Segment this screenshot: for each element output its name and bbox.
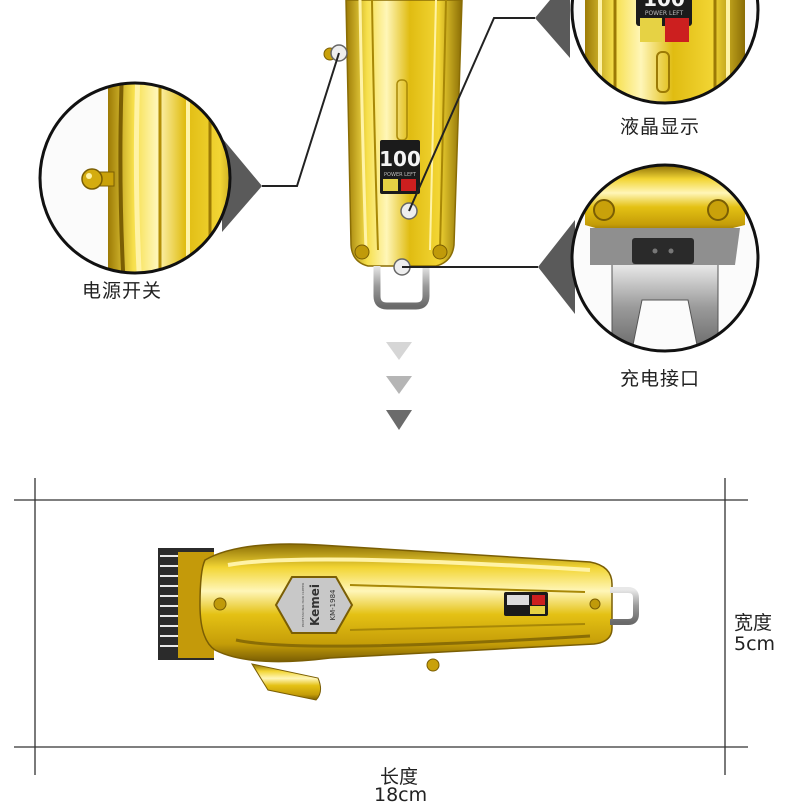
width-value: 5cm	[734, 633, 776, 655]
label-power-switch: 电源开关	[82, 280, 163, 302]
brand-name: Kemei	[308, 584, 322, 626]
lcd-zoom-digits: 100	[643, 0, 685, 11]
model-number: KM-1984	[329, 589, 337, 621]
dimension-frame	[14, 478, 748, 775]
label-charging-port: 充电接口	[620, 368, 701, 390]
arrow-down-medium	[386, 376, 412, 394]
clipper-vertical: 100 POWER LEFT	[323, 0, 463, 310]
callout-pointer-right	[538, 220, 575, 314]
product-subtitle: PROFESSIONAL HAIR CLIPPER	[301, 583, 305, 627]
label-lcd-display: 液晶显示	[620, 116, 701, 138]
clipper-horizontal: Kemei KM-1984 PROFESSIONAL HAIR CLIPPER	[158, 543, 639, 701]
lcd-digits: 100	[379, 147, 421, 171]
arrow-down-dark	[386, 410, 412, 430]
length-value: 18cm	[374, 784, 428, 806]
length-label: 长度	[380, 766, 419, 788]
callout-leader-lines	[262, 17, 538, 268]
callout-pointer-left	[222, 138, 262, 232]
down-arrows	[386, 342, 412, 430]
lcd-zoom-caption: POWER LEFT	[645, 10, 684, 17]
width-label: 宽度	[734, 612, 773, 634]
zoom-circle-lcd: 100 POWER LEFT	[570, 0, 760, 105]
callout-pointer-top	[535, 0, 570, 58]
lcd-screen: 100 POWER LEFT	[379, 140, 421, 194]
lcd-caption: POWER LEFT	[384, 172, 417, 178]
arrow-down-light	[386, 342, 412, 360]
zoom-circle-charging-port	[570, 163, 760, 353]
zoom-circle-power-switch	[38, 81, 232, 275]
